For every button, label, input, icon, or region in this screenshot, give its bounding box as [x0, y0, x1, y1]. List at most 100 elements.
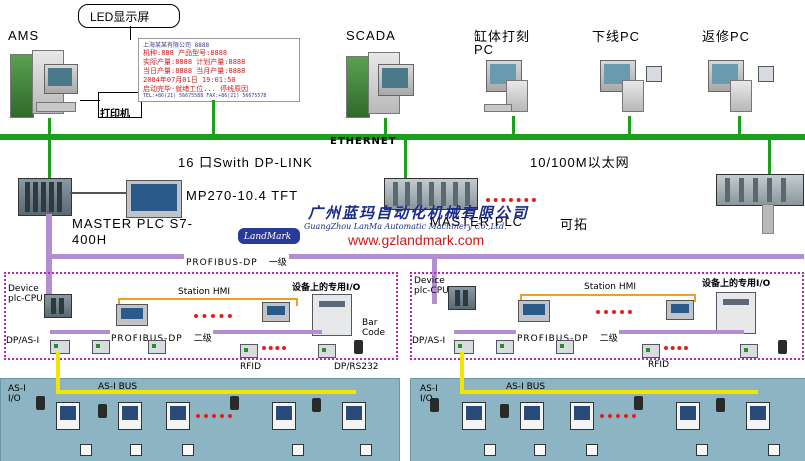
- left-plc-cpu-label: plc-CPU: [8, 294, 43, 304]
- led-row: 当日产量:8888 当月产量:8888: [143, 67, 246, 75]
- master-plc-s7-400h-icon: [18, 178, 72, 216]
- right-asi-bus-label: AS-I BUS: [506, 382, 546, 392]
- left-station-hmi-2: [262, 302, 290, 322]
- right-sensor-icon: [716, 398, 725, 412]
- left-dedicated-io-panel: [312, 294, 352, 336]
- led-row: 启动完毕·就绪工位... 停线原因: [143, 85, 249, 93]
- right-hmi-bracket-r: [694, 294, 696, 302]
- left-sensor-icon: [230, 396, 239, 410]
- right-white-sensor-icon: [768, 444, 780, 456]
- expansion-dots: [486, 198, 536, 202]
- left-sensor-icon: [312, 398, 321, 412]
- left-dp-asi-label: DP/AS-I: [6, 336, 40, 346]
- led-callout-pointer: [130, 26, 131, 40]
- right-plc-cpu-label: plc-CPU: [414, 286, 449, 296]
- printer-cable: [80, 100, 100, 101]
- left-white-sensor-icon: [182, 444, 194, 456]
- master-plc-left-label-2: 400H: [72, 232, 108, 247]
- ams-workstation-icon: [10, 42, 80, 122]
- right-asi-io-node-3: [570, 402, 594, 430]
- right-hmi-dots: [596, 310, 632, 314]
- master-plc-right-label: MASTER PLC: [430, 214, 524, 229]
- left-station-hmi-label: Station HMI: [178, 287, 231, 297]
- right-hmi-bracket: [520, 294, 696, 296]
- led-callout-label: LED显示屏: [90, 10, 150, 24]
- left-barcode-scanner-icon: [354, 340, 363, 354]
- left-device-label: Device: [8, 284, 39, 294]
- offline-pc-label: 下线PC: [592, 29, 641, 44]
- offline-pc-drop: [628, 116, 631, 136]
- right-station-hmi-label: Station HMI: [584, 282, 637, 292]
- master-plc-right-icon: [716, 174, 804, 206]
- left-rfid-reader: [240, 344, 258, 358]
- right-io-title: 设备上的专用I/O: [702, 279, 771, 289]
- led-display-panel: 上海某某有限公司 8888 机种:888 产品型号:8888 实际产量:8888…: [138, 38, 300, 102]
- profibus-main-label-wrap: PROFIBUS-DP 一级: [184, 250, 289, 269]
- right-dedicated-io-panel: [716, 292, 756, 334]
- left-asi-io-node-1: [56, 402, 80, 430]
- left-io-title: 设备上的专用I/O: [292, 283, 361, 293]
- right-asi-io-node-4: [676, 402, 700, 430]
- left-asi-bus: [56, 390, 356, 394]
- led-footer: TEL:+86(21) 56675588 FAX:+86(21) 5667557…: [143, 93, 267, 99]
- left-cell-dashed-box: [4, 272, 398, 360]
- ethernet-label: ETHERNET: [330, 136, 397, 147]
- left-hmi-bracket: [118, 298, 298, 300]
- left-sensor-icon: [98, 404, 107, 418]
- right-profibus-2-label-wrap: PROFIBUS-DP 二级: [516, 326, 619, 345]
- right-white-sensor-icon: [586, 444, 598, 456]
- right-device-plc-icon: [448, 286, 476, 310]
- plc-to-hmi-link: [70, 192, 126, 194]
- right-plc-gray-link: [762, 204, 774, 234]
- printer-icon: [98, 92, 142, 118]
- led-row: 实际产量:8888 计划产量:8888: [143, 58, 246, 66]
- left-device-plc-icon: [44, 294, 72, 318]
- right-rfid-label: RFID: [648, 360, 670, 370]
- right-white-sensor-icon: [534, 444, 546, 456]
- ethernet-100m-label: 10/100M以太网: [530, 155, 630, 170]
- printer-label: 打印机: [100, 109, 130, 120]
- watermark-company-en: GuangZhou LanMa Automatic Machinery Co.,…: [304, 222, 507, 231]
- left-code-label: Code: [362, 328, 386, 338]
- ams-label: AMS: [8, 28, 40, 43]
- led-header: 上海某某有限公司 8888: [143, 42, 210, 49]
- right-device-label: Device: [414, 276, 445, 286]
- right-sensor-icon: [500, 404, 509, 418]
- right-asi-io-node-5: [746, 402, 770, 430]
- left-plc-drop: [48, 140, 51, 180]
- landmark-logo: LandMark: [238, 228, 300, 244]
- right-station-hmi-2: [666, 300, 694, 320]
- right-barcode-scanner-icon: [778, 340, 787, 354]
- left-station-hmi-1: [116, 304, 148, 326]
- offline-pc-icon: [596, 56, 662, 118]
- left-white-sensor-icon: [292, 444, 304, 456]
- mp270-hmi-icon: [126, 180, 182, 218]
- led-callout: [78, 4, 180, 28]
- profibus-dp-main-bus: [48, 254, 804, 259]
- right-sensor-icon: [634, 396, 643, 410]
- repair-pc-label: 返修PC: [702, 29, 751, 44]
- left-profibus-node-1: [92, 340, 110, 354]
- left-asi-io-node-5: [342, 402, 366, 430]
- left-asi-io-node-3: [166, 402, 190, 430]
- master-plc-left-label-1: MASTER PLC S7-: [72, 216, 193, 231]
- left-hmi-dots: [194, 314, 232, 318]
- watermark-url: www.gzlandmark.com: [348, 232, 485, 248]
- right-sensor-icon: [430, 398, 439, 412]
- right-hmi-bracket-l: [520, 294, 522, 302]
- left-white-sensor-icon: [360, 444, 372, 456]
- repair-pc-icon: [704, 56, 774, 118]
- right-asi-io-node-1: [462, 402, 486, 430]
- watermark-company-cn: 广州蓝玛自动化机械有限公司: [308, 204, 530, 222]
- right-asi-io-node-2: [520, 402, 544, 430]
- expandable-label: 可拓: [560, 217, 589, 232]
- left-hmi-bracket-l: [118, 298, 120, 306]
- left-dp-rs232-label: DP/RS232: [334, 362, 379, 372]
- left-asi-label: AS-I: [8, 384, 26, 394]
- right-asi-vertical: [460, 352, 464, 394]
- scada-drop: [384, 118, 387, 136]
- left-profibus-2-label-wrap: PROFIBUS-DP 二级: [110, 326, 213, 345]
- right-profibus-node-2: [556, 340, 574, 354]
- left-io-label: I/O: [8, 394, 21, 404]
